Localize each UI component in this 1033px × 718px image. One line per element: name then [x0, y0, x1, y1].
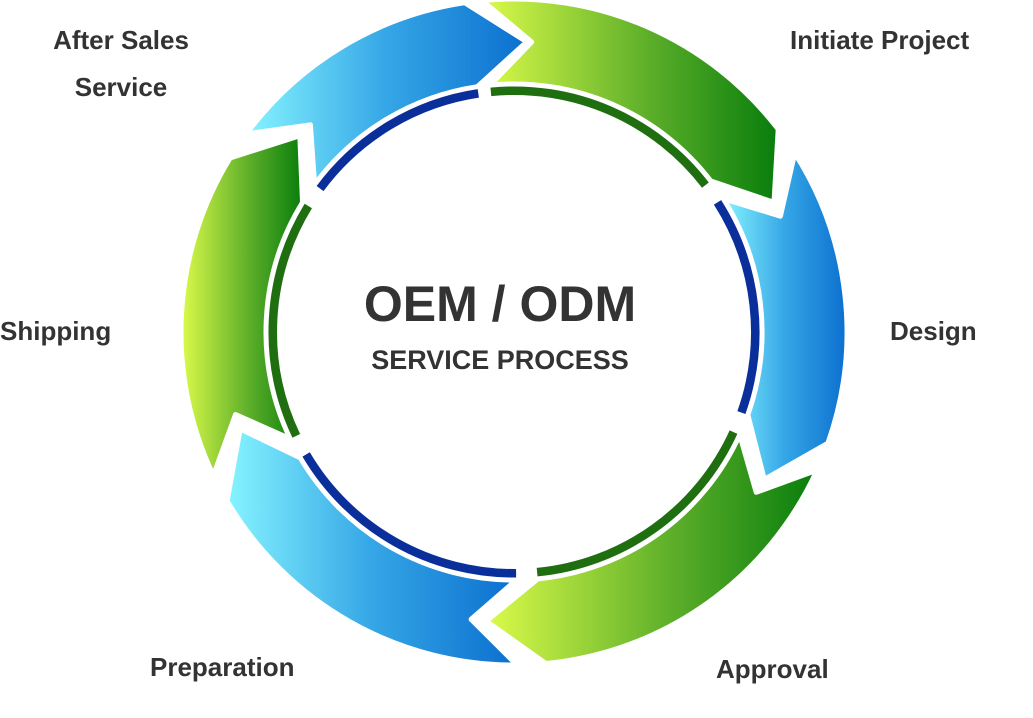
- step-label-preparation: Preparation: [150, 652, 295, 682]
- cycle-arrow-design: [720, 150, 850, 482]
- cycle-arrow-initiate-project: [479, 0, 781, 205]
- inner-ring-segment-3: [536, 430, 739, 578]
- inner-ring: [267, 85, 761, 580]
- step-label-design: Design: [890, 316, 977, 346]
- cycle-arrow-after-sales-service: [243, 0, 530, 187]
- step-label-after-sales-line2: Service: [74, 72, 168, 102]
- inner-ring-segment-6: [315, 87, 479, 192]
- step-label-after-sales-service: After Sales Service: [28, 17, 214, 111]
- cycle-arrow-shipping: [178, 133, 305, 478]
- center-subtitle: SERVICE PROCESS: [371, 345, 629, 375]
- cycle-arrow-preparation: [224, 426, 520, 668]
- inner-ring-segment-2: [713, 199, 761, 415]
- step-label-after-sales-line1: After Sales: [53, 25, 189, 55]
- inner-ring-segment-1: [490, 85, 710, 188]
- inner-ring-segment-4: [301, 452, 517, 580]
- cycle-arrows: [178, 0, 850, 668]
- cycle-arrow-approval: [483, 432, 820, 666]
- inner-ring-segment-5: [267, 202, 312, 439]
- center-title: OEM / ODM: [363, 276, 637, 332]
- step-label-initiate-project: Initiate Project: [790, 25, 970, 55]
- step-label-shipping: Shipping: [0, 316, 112, 346]
- step-label-approval: Approval: [716, 654, 829, 684]
